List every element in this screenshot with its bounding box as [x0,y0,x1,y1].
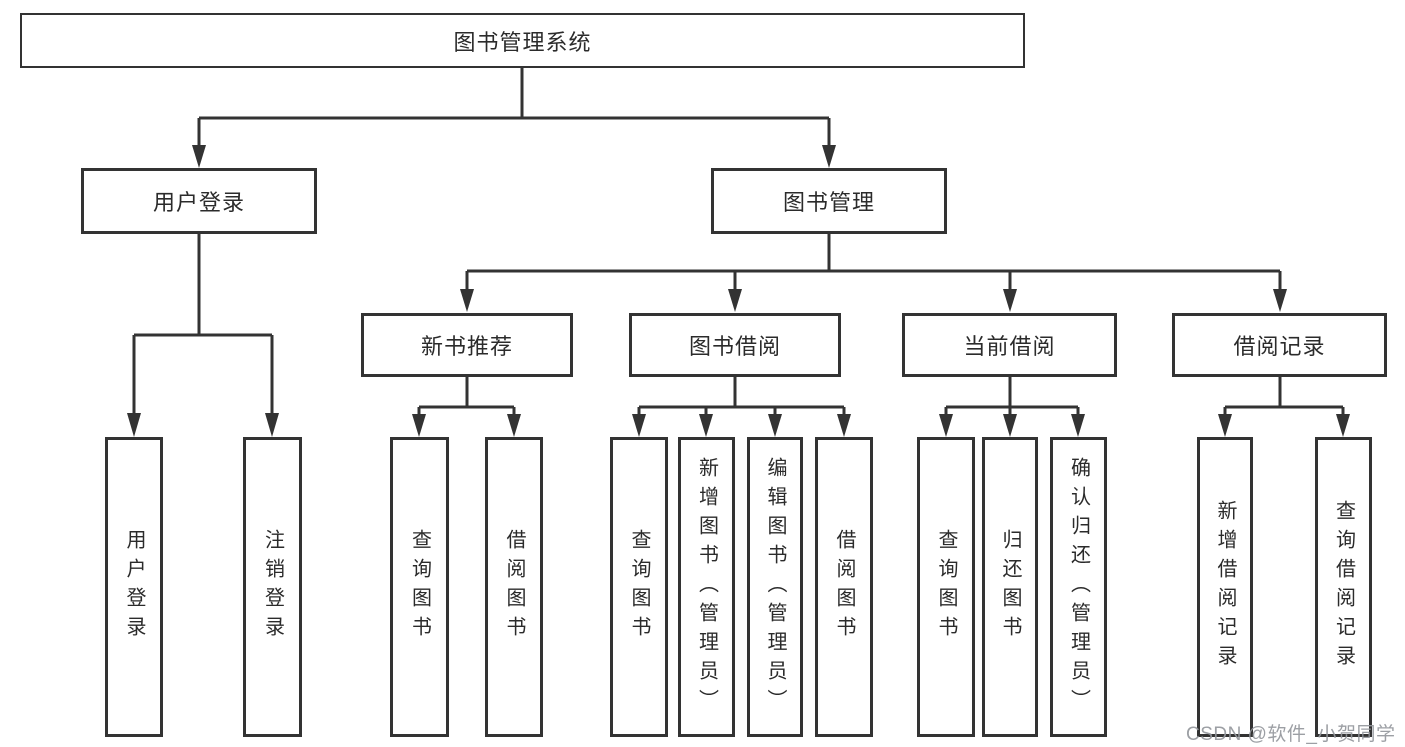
arrow-down-icon [837,414,851,437]
arrow-down-icon [265,413,279,437]
arrow-down-icon [1003,414,1017,437]
connector-root-to-branches [197,68,831,146]
node-root-library-system: 图书管理系统 [20,13,1025,68]
arrow-down-icon [192,145,206,168]
leaf-add-book-admin: 新增图书（管理员） [678,437,735,737]
arrow-down-icon [699,414,713,437]
arrow-down-icon [1273,289,1287,312]
connector-book-borrow-children [637,377,846,415]
connector-new-book-children [417,377,516,415]
arrow-down-icon [507,414,521,437]
arrowheads [127,145,1350,437]
connector-borrow-record-children [1223,377,1345,415]
arrow-down-icon [728,289,742,312]
connector-strokes [132,68,1345,415]
arrow-down-icon [1336,414,1350,437]
leaf-add-borrow-record: 新增借阅记录 [1197,437,1253,737]
node-borrow-record: 借阅记录 [1172,313,1387,377]
node-user-login-branch: 用户登录 [81,168,317,234]
arrow-down-icon [939,414,953,437]
leaf-borrow-books-2: 借阅图书 [815,437,873,737]
connector-current-borrow-children [944,377,1080,415]
leaf-query-borrow-record: 查询借阅记录 [1315,437,1372,737]
leaf-query-books-3: 查询图书 [917,437,975,737]
connector-book-mgmt-children [465,234,1282,290]
arrow-down-icon [1071,414,1085,437]
connector-user-login-children [132,234,274,414]
csdn-watermark: CSDN @软件_小贺同学 [1186,724,1396,745]
node-book-management-branch: 图书管理 [711,168,947,234]
leaf-confirm-return-admin: 确认归还（管理员） [1050,437,1107,737]
leaf-edit-book-admin: 编辑图书（管理员） [747,437,803,737]
arrow-down-icon [460,289,474,312]
arrow-down-icon [1003,289,1017,312]
node-book-borrow: 图书借阅 [629,313,841,377]
arrow-down-icon [127,413,141,437]
arrow-down-icon [768,414,782,437]
leaf-borrow-books: 借阅图书 [485,437,543,737]
leaf-user-login: 用户登录 [105,437,163,737]
arrow-down-icon [412,414,426,437]
node-current-borrow: 当前借阅 [902,313,1117,377]
leaf-query-books: 查询图书 [390,437,449,737]
leaf-return-book: 归还图书 [982,437,1038,737]
leaf-logout: 注销登录 [243,437,302,737]
arrow-down-icon [822,145,836,168]
arrow-down-icon [632,414,646,437]
leaf-query-books-2: 查询图书 [610,437,668,737]
arrow-down-icon [1218,414,1232,437]
node-new-book-recommend: 新书推荐 [361,313,573,377]
